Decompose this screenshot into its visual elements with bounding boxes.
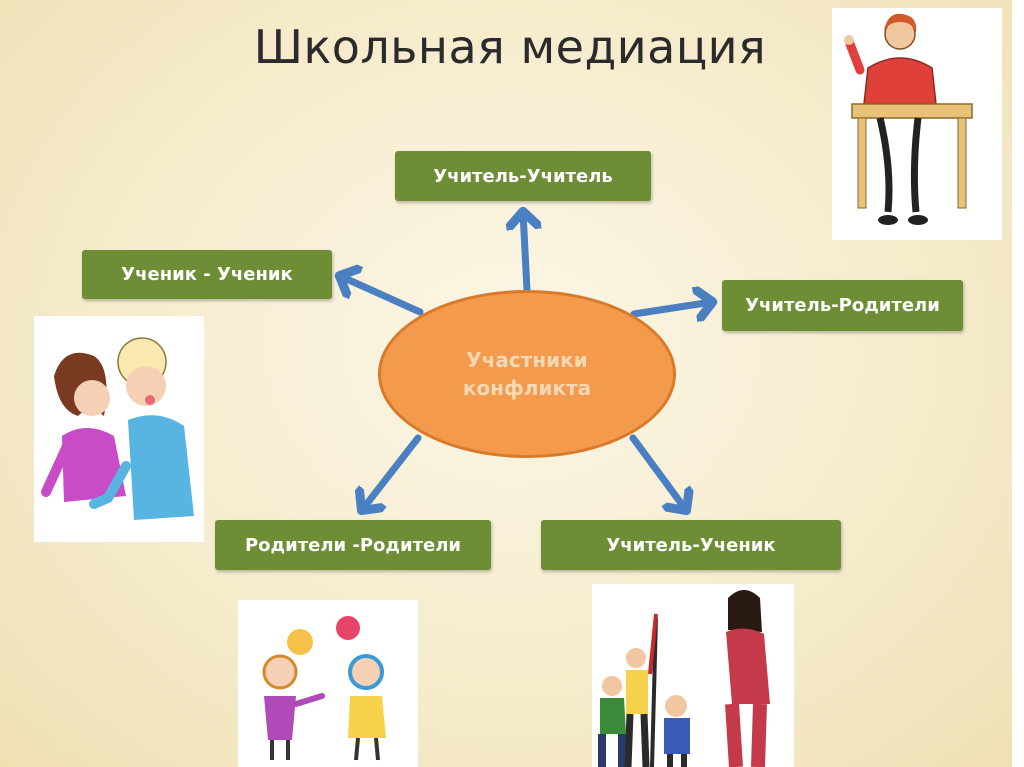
node-parents-parents: Родители -Родители <box>215 520 491 570</box>
slide-edge <box>1012 0 1024 767</box>
center-line-2: конфликта <box>462 376 592 400</box>
node-teacher-parents: Учитель-Родители <box>722 280 963 331</box>
node-teacher-parents-label: Учитель-Родители <box>745 295 940 316</box>
node-teacher-student: Учитель-Ученик <box>541 520 841 570</box>
node-teacher-teacher-label: Учитель-Учитель <box>433 165 613 187</box>
node-student-student-label: Ученик - Ученик <box>121 264 293 285</box>
center-line-1: Участники <box>466 348 588 372</box>
node-teacher-student-label: Учитель-Ученик <box>606 534 776 556</box>
arguing-kids-illustration <box>238 600 418 767</box>
teacher-with-students-illustration <box>592 584 794 767</box>
center-ellipse: Участники конфликта <box>378 290 676 458</box>
arrow-right <box>630 302 712 314</box>
node-parents-parents-label: Родители -Родители <box>244 534 462 556</box>
arrow-down-left <box>362 434 422 510</box>
node-student-student: Ученик - Ученик <box>82 250 332 299</box>
node-teacher-teacher: Учитель-Учитель <box>395 151 651 201</box>
teacher-at-desk-illustration <box>832 8 1002 240</box>
arrow-down-right <box>629 434 686 510</box>
two-children-illustration <box>34 316 204 542</box>
arrow-left <box>340 276 424 316</box>
page-title: Школьная медиация <box>253 20 767 74</box>
arrow-up <box>523 212 527 294</box>
